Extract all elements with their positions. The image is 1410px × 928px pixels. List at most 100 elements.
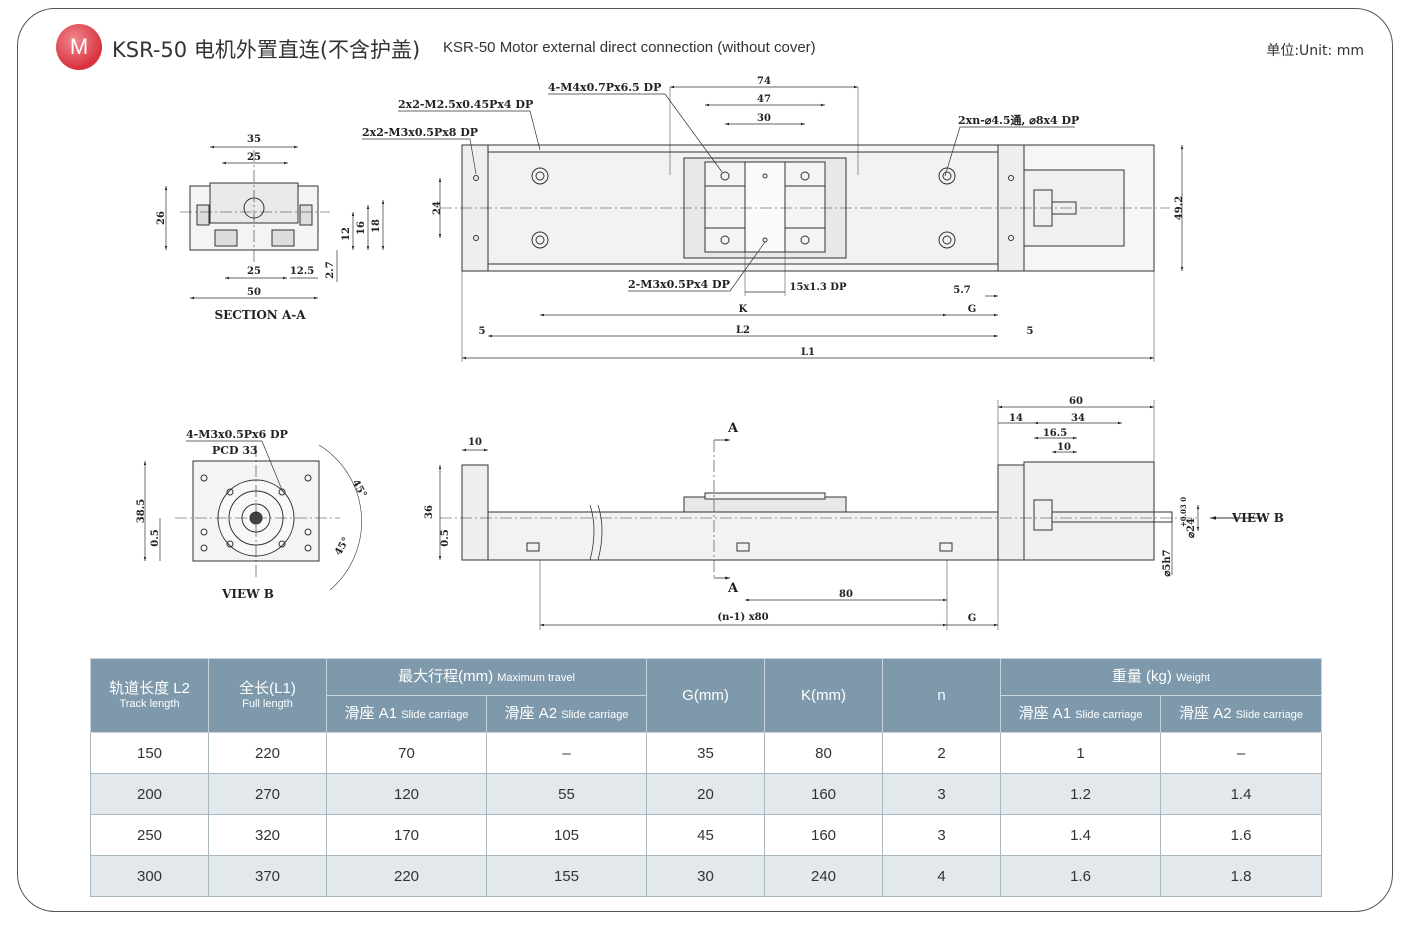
callout-15x1-3: 15x1.3 DP — [790, 282, 847, 293]
table-cell: 45 — [646, 814, 765, 856]
dim-30: 30 — [757, 113, 771, 124]
callout-m4: 4-M4x0.7Px6.5 DP — [548, 81, 661, 94]
view-b — [143, 440, 362, 591]
dim-74: 74 — [757, 76, 771, 87]
unit-label: 单位:Unit: mm — [1266, 43, 1364, 59]
table-cell: 1.4 — [1159, 773, 1323, 815]
dim-36: 36 — [424, 505, 435, 519]
dim-n-80: (n-1) x80 — [717, 612, 768, 623]
dim-g-side: G — [968, 613, 977, 624]
table-cell: 3 — [882, 773, 1001, 815]
page-title-english: KSR-50 Motor external direct connection … — [443, 39, 816, 56]
table-cell: 240 — [764, 855, 883, 897]
table-cell: 270 — [208, 773, 327, 815]
col-header-weight: 重量 (kg) Weight — [999, 658, 1323, 696]
dim-2-7: 2.7 — [325, 261, 336, 278]
table-cell: 105 — [486, 814, 647, 856]
col-header-n: n — [882, 658, 1001, 733]
section-badge: M — [56, 24, 102, 70]
table-cell: 1.6 — [1159, 814, 1323, 856]
table-cell: 120 — [326, 773, 487, 815]
dim-14: 14 — [1009, 413, 1023, 424]
table-cell: 3 — [882, 814, 1001, 856]
table-cell: 80 — [764, 732, 883, 774]
table-cell: 250 — [90, 814, 209, 856]
dim-10-side: 10 — [468, 437, 482, 448]
col-header-g: G(mm) — [646, 658, 765, 733]
dim-50: 50 — [247, 287, 261, 298]
dim-0-5-side: 0.5 — [440, 529, 451, 546]
dim-0-5-vb: 0.5 — [150, 529, 161, 546]
table-cell: 2 — [882, 732, 1001, 774]
dim-26: 26 — [156, 211, 167, 225]
section-a-a-view — [164, 145, 385, 300]
dim-38-5: 38.5 — [136, 499, 147, 523]
table-cell: 200 — [90, 773, 209, 815]
col-header-max-travel: 最大行程(mm) Maximum travel — [326, 658, 647, 696]
table-cell: 1.6 — [1000, 855, 1161, 897]
callout-m3-8: 2x2-M3x0.5Px8 DP — [362, 126, 478, 139]
table-cell: 55 — [486, 773, 647, 815]
angle-45-bottom: 45° — [333, 536, 352, 558]
callout-pcd: PCD 33 — [212, 444, 258, 457]
col-header-weight-a2: 滑座 A2 Slide carriage — [1159, 695, 1323, 733]
page-title: KSR-50 电机外置直连(不含护盖) — [112, 38, 421, 62]
dim-25-top: 25 — [247, 152, 261, 163]
table-cell: 300 — [90, 855, 209, 897]
side-view — [438, 400, 1262, 630]
col-header-k: K(mm) — [764, 658, 883, 733]
dim-80: 80 — [839, 589, 853, 600]
col-header-weight-a1: 滑座 A1 Slide carriage — [1000, 695, 1161, 733]
dim-24: 24 — [432, 201, 443, 215]
specs-table: 轨道长度 L2 Track length 全长(L1) Full length … — [90, 658, 1323, 897]
table-cell: 1.2 — [1000, 773, 1161, 815]
dim-5-left: 5 — [479, 326, 486, 337]
angle-45-top: 45° — [349, 478, 368, 500]
table-cell: 1.4 — [1000, 814, 1161, 856]
col-header-track-length: 轨道长度 L2 Track length — [90, 658, 209, 733]
table-cell: 220 — [208, 732, 327, 774]
technical-drawing: 35 25 26 25 12.5 50 12 16 18 2.7 SECTION… — [136, 76, 1284, 630]
table-cell: 4 — [882, 855, 1001, 897]
view-b-title: VIEW B — [221, 587, 274, 601]
callout-through-hole: 2xn-⌀4.5通, ⌀8x4 DP — [958, 114, 1079, 127]
section-marker-a-bottom: A — [727, 581, 739, 596]
dim-12: 12 — [341, 227, 352, 241]
callout-m3-4: 2-M3x0.5Px4 DP — [628, 278, 730, 291]
table-cell: 155 — [486, 855, 647, 897]
table-row: 200 270 120 55 20 160 3 1.2 1.4 — [90, 773, 1323, 815]
callout-m2-5: 2x2-M2.5x0.45Px4 DP — [398, 98, 533, 111]
table-cell: 320 — [208, 814, 327, 856]
table-row: 300 370 220 155 30 240 4 1.6 1.8 — [90, 855, 1323, 897]
table-cell: 170 — [326, 814, 487, 856]
dim-g-top: G — [968, 304, 977, 315]
dim-10-motor: 10 — [1057, 442, 1071, 453]
dim-l2: L2 — [736, 325, 750, 336]
table-cell: – — [1159, 732, 1323, 774]
dim-16-5: 16.5 — [1043, 428, 1067, 439]
dim-l1: L1 — [801, 347, 815, 358]
table-cell: – — [486, 732, 647, 774]
table-cell: 1 — [1000, 732, 1161, 774]
dim-phi-5: ⌀5h7 — [1162, 549, 1173, 576]
dim-5-right: 5 — [1027, 326, 1034, 337]
dim-49-2: 49.2 — [1174, 196, 1185, 220]
dim-18: 18 — [371, 219, 382, 233]
dim-phi-24: ⌀24 — [1186, 518, 1197, 538]
dim-16: 16 — [356, 221, 367, 235]
table-cell: 30 — [646, 855, 765, 897]
top-view — [362, 85, 1184, 362]
table-row: 150 220 70 – 35 80 2 1 – — [90, 732, 1323, 774]
col-header-travel-a2: 滑座 A2 Slide carriage — [486, 695, 647, 733]
dim-25-bottom: 25 — [247, 266, 261, 277]
dim-tolerance: +0.03 0 — [1179, 497, 1188, 527]
table-row: 250 320 170 105 45 160 3 1.4 1.6 — [90, 814, 1323, 856]
dim-60: 60 — [1069, 396, 1083, 407]
table-cell: 20 — [646, 773, 765, 815]
dim-35: 35 — [247, 134, 261, 145]
dim-k: K — [739, 304, 748, 315]
table-cell: 1.8 — [1159, 855, 1323, 897]
table-cell: 70 — [326, 732, 487, 774]
dim-34: 34 — [1071, 413, 1085, 424]
table-cell: 160 — [764, 773, 883, 815]
